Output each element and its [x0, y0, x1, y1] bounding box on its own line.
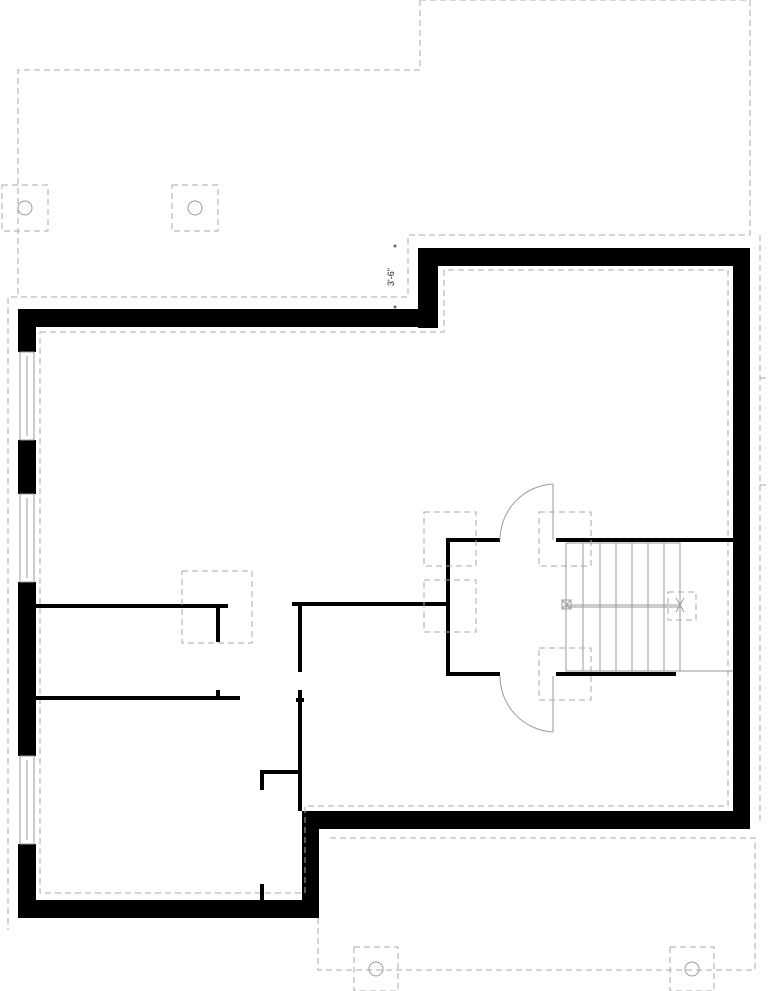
exterior-wall-right: [733, 248, 750, 828]
dimension-label: 3'-6": [386, 268, 396, 286]
footing-marker-upper-left: [1, 184, 49, 232]
upper-deck-outline: [7, 0, 751, 930]
staircase: [565, 542, 733, 672]
dimension-dot-2: [393, 305, 397, 309]
exterior-wall-step: [418, 248, 438, 328]
window-left-middle: [17, 493, 37, 583]
stair-arrow-marker: [675, 597, 685, 613]
stair-post-marker: [561, 599, 572, 610]
lower-deck-outline: [317, 837, 756, 971]
inner-dashed-outline: [39, 269, 729, 894]
footing-marker-upper-mid: [171, 184, 219, 232]
dashed-box-stair-top-left: [423, 511, 477, 567]
dashed-box-stair-mid-left: [423, 579, 477, 633]
right-dashed-outline: [759, 235, 768, 820]
footing-marker-lower-left: [353, 946, 399, 991]
exterior-wall-bottom-left: [18, 900, 319, 918]
dashed-box-stair-right: [667, 591, 697, 621]
exterior-wall-top-left: [18, 309, 438, 327]
exterior-wall-jog: [302, 811, 319, 918]
dashed-box-stair-bottom-right: [538, 647, 592, 701]
window-left-upper: [17, 351, 37, 441]
dashed-box-stair-top-right: [538, 511, 592, 567]
window-left-lower: [17, 755, 37, 845]
dimension-dot: [393, 244, 397, 248]
door-top-swing: [499, 483, 554, 541]
exterior-wall-bottom-right: [302, 811, 750, 829]
footing-marker-lower-right: [669, 946, 715, 991]
dashed-box-center: [181, 570, 253, 644]
door-bottom-swing: [499, 675, 554, 733]
exterior-wall-top-right: [418, 248, 750, 266]
